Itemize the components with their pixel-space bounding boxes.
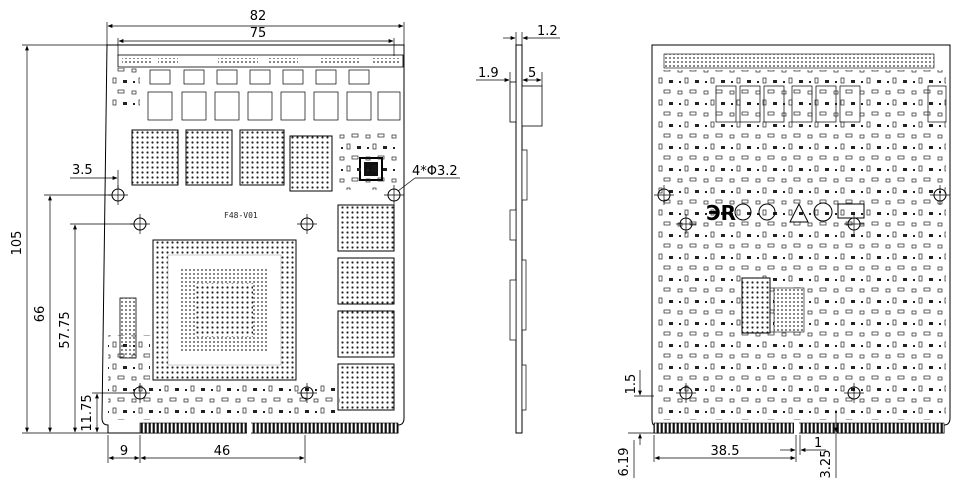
front-edge-fingers (139, 422, 399, 434)
svg-text:ЭR: ЭR (706, 201, 736, 225)
dim-hole-from-bottom: 11.75 (80, 394, 95, 431)
dim-hole-offset-x: 3.5 (72, 163, 93, 178)
dim-key-offset: 38.5 (711, 444, 740, 459)
front-inductor-row (112, 68, 401, 121)
front-left-components (108, 335, 150, 420)
dim-height: 105 (10, 231, 25, 256)
back-top-connector (663, 53, 935, 69)
back-view: ЭR (651, 44, 951, 435)
back-components-area (658, 70, 946, 420)
side-pcb (515, 44, 523, 434)
dim-overall-width: 82 (250, 9, 267, 24)
front-soc-bga (152, 239, 297, 381)
front-top-memory-chips (131, 129, 397, 192)
dim-component-height-right: 5 (528, 66, 536, 81)
side-component-left (509, 81, 517, 123)
dim-pcb-thickness: 1.2 (537, 24, 558, 39)
dim-edge-left: 9 (120, 444, 128, 459)
front-connector-row (117, 54, 404, 68)
dim-edge-span: 46 (214, 444, 231, 459)
side-connector-right (521, 85, 543, 127)
dim-key-width: 1 (814, 436, 822, 451)
back-mount-holes (654, 185, 950, 403)
dim-hole-height-lower: 57.75 (58, 311, 73, 348)
front-view: F48-V01 (101, 44, 405, 435)
back-dimensions: 1.5 6.19 38.5 1 3.25 (617, 370, 838, 479)
dim-key-depth: 3.25 (819, 450, 834, 479)
dim-mount-holes: 4*Φ3.2 (412, 164, 458, 179)
dim-hole-height-upper: 66 (33, 306, 48, 323)
dim-connector-span: 75 (250, 26, 267, 41)
side-view: 1.2 1.9 5 (476, 24, 560, 434)
dim-hole-offset: 1.5 (624, 374, 639, 395)
front-dimensions: 82 75 105 66 57.75 11.75 3.5 4*Φ3.2 9 4 (10, 9, 460, 463)
back-certification-marks: ЭR (706, 201, 865, 225)
front-right-memory-chips (337, 204, 395, 411)
board-label: F48-V01 (224, 211, 258, 220)
dim-edge-finger-height: 6.19 (617, 448, 632, 477)
back-center-module (741, 277, 771, 334)
dim-component-height-left: 1.9 (478, 66, 499, 81)
front-bottom-components (150, 385, 340, 415)
